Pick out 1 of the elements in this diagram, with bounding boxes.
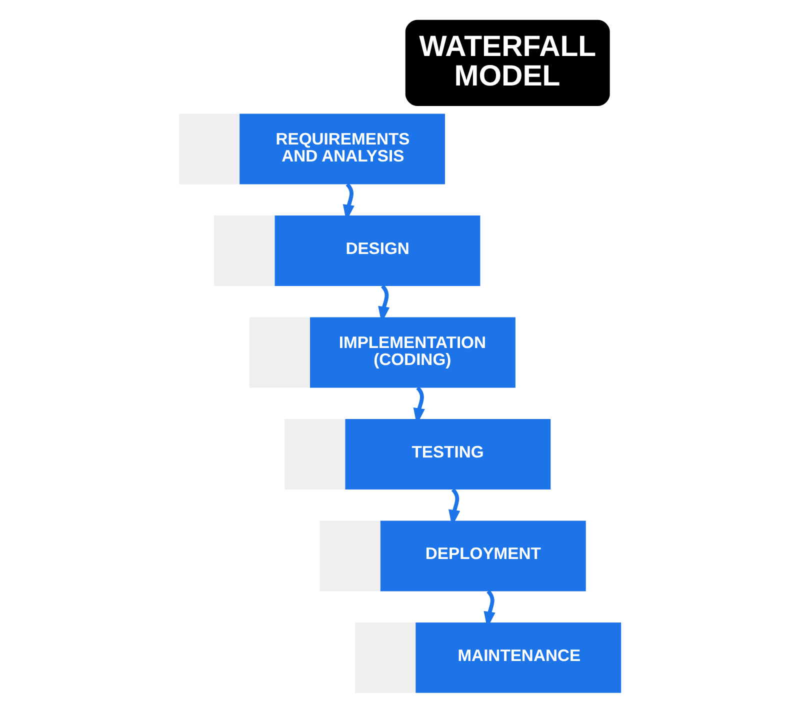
diagram-title: WATERFALL MODEL bbox=[419, 30, 596, 92]
